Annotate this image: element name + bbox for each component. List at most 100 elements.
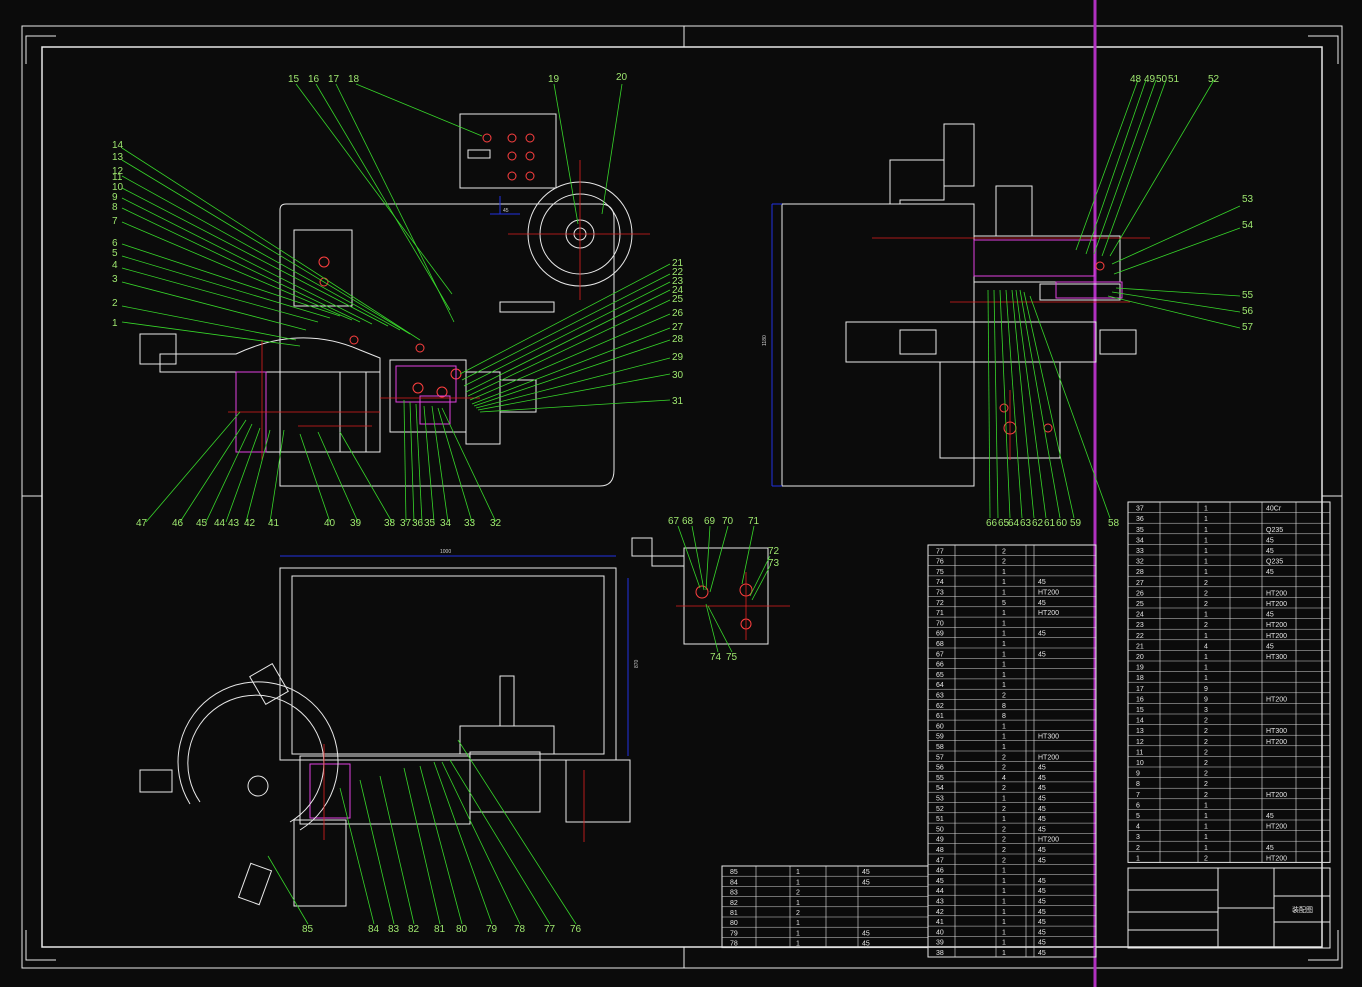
part-label: 24 — [672, 285, 684, 296]
table-cell-qty: 5 — [1002, 600, 1006, 607]
part-label: 36 — [412, 518, 424, 529]
table-cell-qty: 1 — [1002, 682, 1006, 689]
table-cell-mat: Q235 — [1266, 559, 1283, 566]
table-cell-no: 42 — [936, 909, 944, 916]
table-cell-no: 59 — [936, 734, 944, 741]
table-cell-mat: HT300 — [1266, 728, 1287, 735]
part-label: 52 — [1208, 74, 1220, 85]
table-cell-qty: 2 — [796, 890, 800, 897]
table-cell-no: 5 — [1136, 813, 1140, 820]
table-cell-qty: 1 — [1204, 548, 1208, 555]
part-label: 26 — [672, 308, 684, 319]
table-cell-no: 54 — [936, 785, 944, 792]
part-label: 28 — [672, 334, 684, 345]
table-cell-mat: 45 — [1266, 537, 1274, 544]
table-cell-qty: 2 — [1204, 590, 1208, 597]
table-cell-qty: 1 — [1204, 559, 1208, 566]
table-cell-mat: 45 — [862, 879, 870, 886]
table-cell-no: 27 — [1136, 580, 1144, 587]
table-cell-no: 49 — [936, 837, 944, 844]
part-label: 8 — [112, 202, 118, 213]
table-cell-qty: 1 — [1204, 506, 1208, 513]
table-cell-no: 48 — [936, 847, 944, 854]
table-cell-qty: 1 — [1204, 665, 1208, 672]
table-cell-mat: 45 — [1038, 785, 1046, 792]
table-cell-qty: 2 — [1002, 765, 1006, 772]
table-cell-mat: 45 — [1038, 806, 1046, 813]
table-cell-qty: 1 — [1002, 888, 1006, 895]
table-cell-qty: 1 — [1002, 796, 1006, 803]
table-cell-qty: 2 — [1002, 857, 1006, 864]
table-cell-qty: 2 — [1204, 622, 1208, 629]
table-cell-qty: 2 — [1002, 548, 1006, 555]
table-cell-qty: 1 — [1204, 654, 1208, 661]
table-row: 27 2 — [1128, 580, 1330, 588]
table-cell-qty: 4 — [1002, 775, 1006, 782]
table-cell-qty: 1 — [1204, 813, 1208, 820]
table-cell-no: 55 — [936, 775, 944, 782]
table-cell-qty: 1 — [796, 879, 800, 886]
table-cell-no: 24 — [1136, 612, 1144, 619]
table-cell-mat: HT200 — [1038, 837, 1059, 844]
part-label: 29 — [672, 352, 684, 363]
part-label: 43 — [228, 518, 240, 529]
table-cell-mat: 45 — [1266, 569, 1274, 576]
table-cell-no: 43 — [936, 899, 944, 906]
part-label: 23 — [672, 276, 684, 287]
table-cell-qty: 1 — [1002, 651, 1006, 658]
title-block: 装配图 — [1127, 867, 1331, 949]
table-cell-mat: HT200 — [1266, 824, 1287, 831]
part-label: 13 — [112, 152, 124, 163]
table-cell-no: 72 — [936, 600, 944, 607]
part-label: 3 — [112, 274, 118, 285]
table-cell-qty: 2 — [1002, 785, 1006, 792]
part-label: 46 — [172, 518, 184, 529]
part-label: 34 — [440, 518, 452, 529]
part-label: 39 — [350, 518, 362, 529]
table-cell-qty: 3 — [1204, 707, 1208, 714]
table-cell-no: 66 — [936, 662, 944, 669]
part-label: 18 — [348, 74, 360, 85]
part-label: 61 — [1044, 518, 1056, 529]
part-label: 76 — [570, 924, 582, 935]
table-cell-qty: 2 — [1204, 580, 1208, 587]
part-label: 40 — [324, 518, 336, 529]
part-label: 79 — [486, 924, 498, 935]
table-cell-qty: 2 — [1204, 855, 1208, 862]
table-cell-qty: 1 — [1204, 834, 1208, 841]
part-label: 7 — [112, 216, 118, 227]
table-cell-no: 64 — [936, 682, 944, 689]
dimension-text: 870 — [634, 659, 640, 668]
table-cell-qty: 2 — [1204, 781, 1208, 788]
part-label: 69 — [704, 516, 716, 527]
part-label: 2 — [112, 298, 118, 309]
table-cell-no: 19 — [1136, 665, 1144, 672]
table-cell-qty: 2 — [1002, 754, 1006, 761]
part-label: 58 — [1108, 518, 1120, 529]
